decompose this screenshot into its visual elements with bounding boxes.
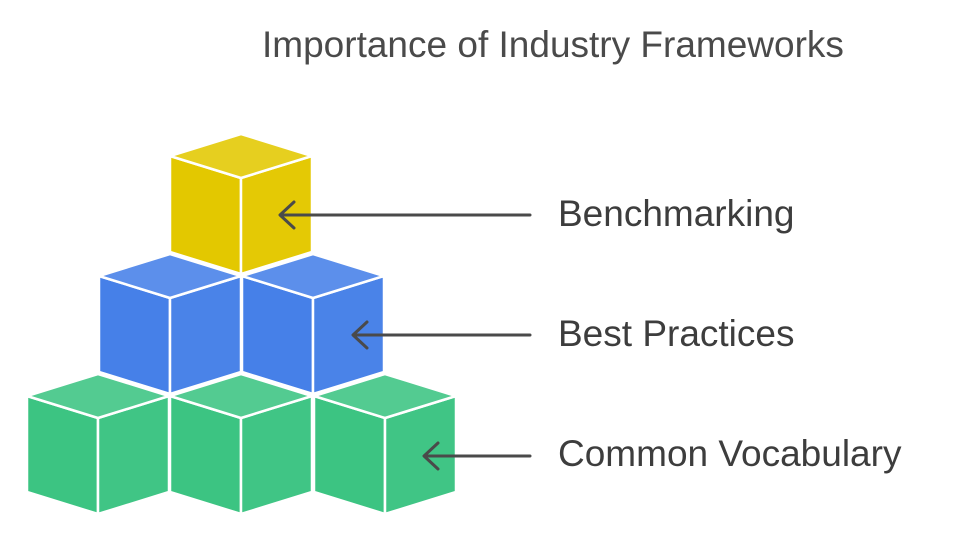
label-best-practices: Best Practices: [558, 313, 795, 354]
cube-top-face: [25, 372, 171, 420]
cube-level-3-3: [312, 372, 458, 516]
cube-top-face: [97, 252, 243, 300]
cube-top-face: [312, 372, 458, 420]
cube-level-1-1: [168, 132, 314, 276]
label-common-vocabulary: Common Vocabulary: [558, 433, 902, 474]
cube-level-3-2: [168, 372, 314, 516]
cube-top-face: [168, 132, 314, 180]
arrow-best-practices: [351, 320, 532, 350]
label-benchmarking: Benchmarking: [558, 193, 795, 234]
cube-level-3-1: [25, 372, 171, 516]
arrow-head: [351, 320, 369, 350]
cube-top-face: [240, 252, 386, 300]
cube-top-face: [168, 372, 314, 420]
arrow-head: [278, 200, 296, 230]
arrow-benchmarking: [278, 200, 532, 230]
diagram-title: Importance of Industry Frameworks: [262, 24, 844, 65]
arrow-head: [422, 441, 440, 471]
cube-level-2-2: [240, 252, 386, 396]
cube-level-2-1: [97, 252, 243, 396]
arrow-common-vocabulary: [422, 441, 532, 471]
